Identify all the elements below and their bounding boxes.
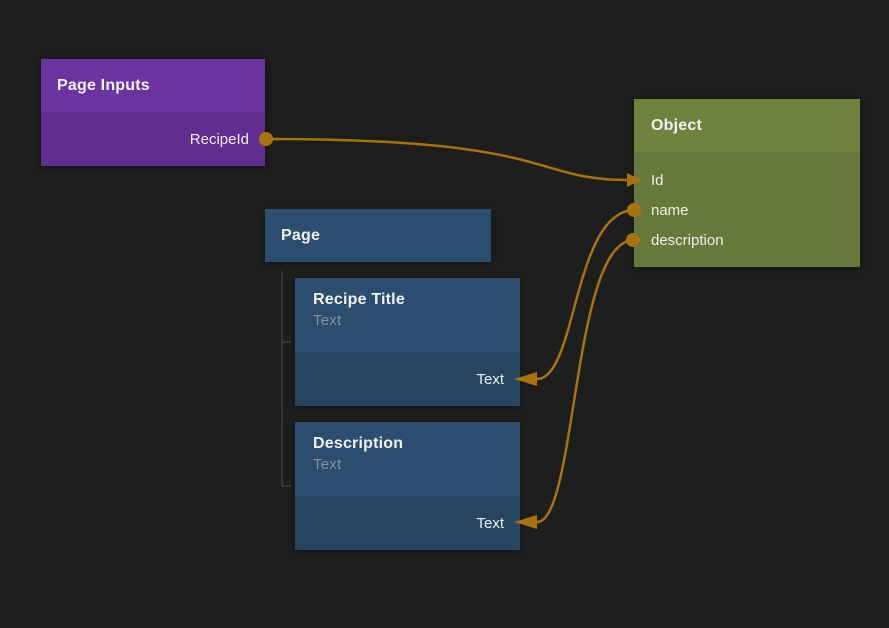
node-object-body: Id name description — [634, 152, 860, 267]
node-page[interactable]: Page — [265, 209, 491, 262]
input-row-text[interactable]: Text — [295, 352, 520, 406]
wire-name-to-recipe-title[interactable] — [537, 210, 635, 379]
node-description-body: Text — [295, 496, 520, 550]
field-label: description — [651, 232, 724, 249]
field-label: Id — [651, 172, 664, 189]
output-label: RecipeId — [190, 131, 249, 148]
node-title: Description — [313, 435, 403, 453]
node-title: Page Inputs — [57, 77, 150, 95]
node-recipe-title[interactable]: Recipe Title Text Text — [295, 278, 520, 406]
node-title: Page — [281, 227, 320, 245]
field-row-name[interactable]: name — [634, 195, 860, 225]
node-object[interactable]: Object Id name description — [634, 99, 860, 267]
field-row-description[interactable]: description — [634, 225, 860, 255]
node-page-inputs[interactable]: Page Inputs RecipeId — [41, 59, 265, 166]
input-row-text[interactable]: Text — [295, 496, 520, 550]
node-page-header[interactable]: Page — [265, 209, 491, 262]
field-row-id[interactable]: Id — [634, 165, 860, 195]
tree-guide-line — [282, 271, 291, 486]
node-page-inputs-header[interactable]: Page Inputs — [41, 59, 265, 112]
input-label: Text — [476, 371, 504, 388]
wire-recipeid-to-id[interactable] — [266, 139, 628, 180]
node-type-label: Text — [313, 456, 341, 473]
node-title: Recipe Title — [313, 291, 405, 309]
node-object-header[interactable]: Object — [634, 99, 860, 152]
node-description[interactable]: Description Text Text — [295, 422, 520, 550]
field-label: name — [651, 202, 689, 219]
node-description-header[interactable]: Description Text — [295, 422, 520, 496]
node-type-label: Text — [313, 312, 341, 329]
wire-description-to-description[interactable] — [537, 240, 634, 522]
node-recipe-title-body: Text — [295, 352, 520, 406]
node-recipe-title-header[interactable]: Recipe Title Text — [295, 278, 520, 352]
input-label: Text — [476, 515, 504, 532]
output-row-recipeid[interactable]: RecipeId — [41, 112, 265, 166]
node-title: Object — [651, 117, 702, 135]
node-page-inputs-body: RecipeId — [41, 112, 265, 166]
